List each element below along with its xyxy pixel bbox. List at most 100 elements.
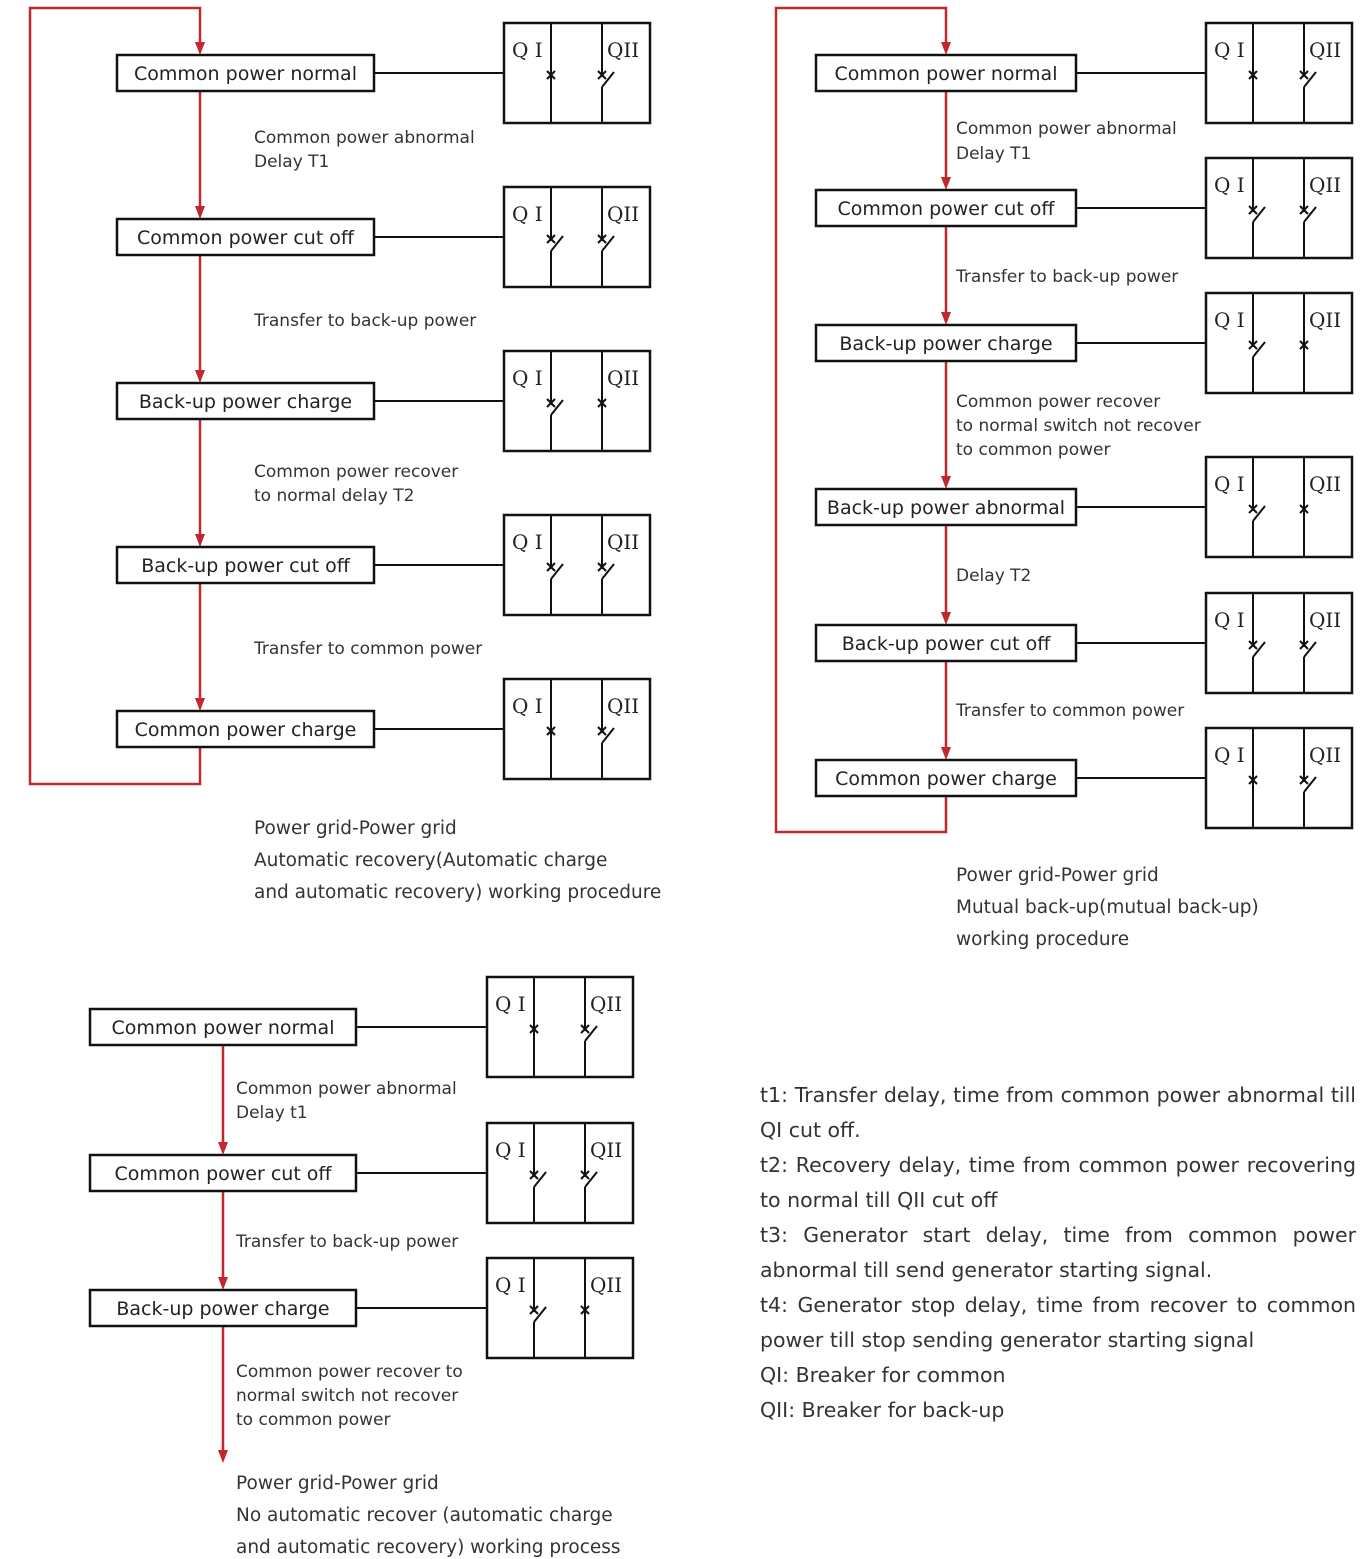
- breaker-open-blade: [1303, 776, 1317, 793]
- breaker-cross: [597, 234, 607, 244]
- breaker-open-blade: [584, 1171, 598, 1188]
- breaker-label-q2: QII: [1309, 308, 1341, 332]
- state-box: [814, 487, 1078, 527]
- state-box: [814, 53, 1078, 93]
- breaker-open-blade: [550, 399, 564, 416]
- diagram-caption: Power grid-Power grid: [956, 865, 1159, 886]
- breaker-cross: [546, 70, 556, 80]
- breaker-label-q2: QII: [590, 1138, 622, 1162]
- breaker-cross: [1299, 205, 1309, 215]
- breaker-frame: [485, 975, 635, 1079]
- transition-label: Transfer to common power: [253, 639, 482, 659]
- breaker-cross: [529, 1024, 539, 1034]
- breaker-open-blade: [550, 563, 564, 580]
- breaker-cross: [597, 562, 607, 572]
- breaker-cross: [1299, 775, 1309, 785]
- flow-arrow-head: [195, 534, 205, 547]
- breaker-label-q1: Q I: [512, 530, 543, 554]
- breaker-cross: [580, 1024, 590, 1034]
- breaker-open-blade: [533, 1171, 547, 1188]
- breaker-open-blade: [1252, 341, 1266, 358]
- breaker-label-q1: Q I: [495, 1273, 526, 1297]
- breaker-label-q1: Q I: [1214, 743, 1245, 767]
- flow-arrow-head: [941, 312, 951, 325]
- breaker-cross: [1248, 775, 1258, 785]
- breaker-frame: [502, 349, 652, 453]
- breaker-cross: [1248, 70, 1258, 80]
- breaker-label-q1: Q I: [1214, 608, 1245, 632]
- breaker-cross: [546, 726, 556, 736]
- breaker-cross: [1248, 205, 1258, 215]
- breaker-cross: [580, 1305, 590, 1315]
- breaker-frame: [485, 1121, 635, 1225]
- breaker-label-q2: QII: [1309, 173, 1341, 197]
- breaker-cross: [1248, 504, 1258, 514]
- breaker-label-q1: Q I: [1214, 308, 1245, 332]
- breaker-cross: [546, 398, 556, 408]
- transition-label: to normal delay T2: [254, 486, 415, 506]
- breaker-open-blade: [601, 71, 615, 88]
- breaker-cross: [1299, 640, 1309, 650]
- state-label: Common power charge: [835, 768, 1057, 790]
- state-label: Common power normal: [835, 63, 1058, 85]
- diagram-caption: Mutual back-up(mutual back-up): [956, 897, 1259, 918]
- breaker-open-blade: [1252, 206, 1266, 223]
- state-label: Back-up power charge: [139, 391, 352, 413]
- flow-arrow-head: [941, 42, 951, 55]
- transition-label: Common power recover: [956, 392, 1160, 412]
- breaker-label-q2: QII: [590, 992, 622, 1016]
- transition-label: Common power abnormal: [956, 119, 1177, 139]
- notes-panel: t1: Transfer delay, time from common pow…: [760, 1078, 1356, 1428]
- breaker-frame: [502, 185, 652, 289]
- breaker-cross: [546, 562, 556, 572]
- breaker-label-q2: QII: [1309, 38, 1341, 62]
- breaker-label-q1: Q I: [512, 202, 543, 226]
- state-node: Common power charge Q I QII: [814, 726, 1354, 830]
- transition-label: Common power abnormal: [236, 1079, 457, 1099]
- diagram-caption: Power grid-Power grid: [236, 1473, 439, 1494]
- note-qi: QI: Breaker for common: [760, 1363, 1006, 1387]
- diagram-caption: working procedure: [956, 929, 1129, 950]
- transition-label: Delay t1: [236, 1103, 308, 1123]
- breaker-frame: [502, 677, 652, 781]
- transition-label: Delay T1: [254, 152, 329, 172]
- breaker-cross: [580, 1170, 590, 1180]
- flow-arrow-head: [941, 747, 951, 760]
- state-box: [814, 623, 1078, 663]
- transition-label: Transfer to back-up power: [955, 267, 1178, 287]
- breaker-frame: [1204, 21, 1354, 125]
- state-label: Common power normal: [134, 63, 357, 85]
- breaker-open-blade: [1252, 641, 1266, 658]
- transition-label: Common power recover: [254, 462, 458, 482]
- state-box: [115, 709, 376, 749]
- flow-arrow-head: [941, 476, 951, 489]
- transition-label: Delay T2: [956, 566, 1031, 586]
- transition-label: Common power abnormal: [254, 128, 475, 148]
- transition-label: Delay T1: [956, 144, 1031, 164]
- transition-label: to common power: [956, 440, 1110, 460]
- breaker-open-blade: [550, 235, 564, 252]
- breaker-label-q2: QII: [1309, 608, 1341, 632]
- breaker-label-q2: QII: [1309, 743, 1341, 767]
- breaker-label-q1: Q I: [1214, 472, 1245, 496]
- state-label: Back-up power cut off: [842, 633, 1051, 655]
- state-node: Back-up power cut off Q I QII: [814, 591, 1354, 695]
- state-label: Common power normal: [112, 1017, 335, 1039]
- state-box: [88, 1288, 358, 1328]
- loop-return-line: [774, 6, 948, 834]
- breaker-label-q1: Q I: [512, 38, 543, 62]
